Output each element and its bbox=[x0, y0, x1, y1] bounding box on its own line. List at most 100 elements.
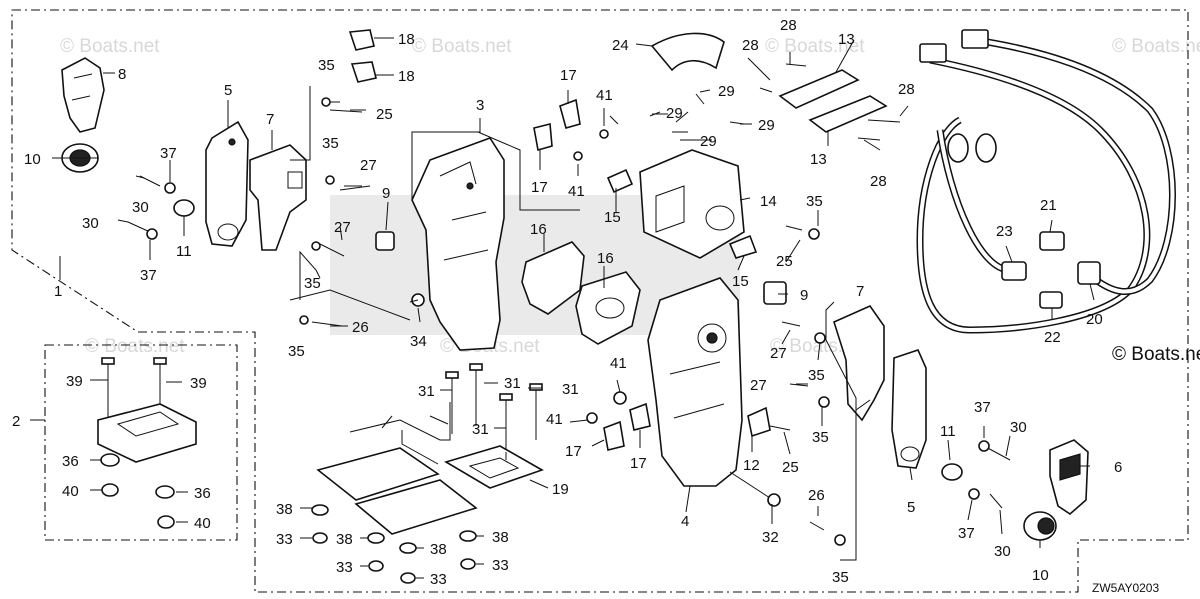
callout-29c: 29 bbox=[700, 133, 717, 150]
callout-18: 18 bbox=[398, 31, 415, 48]
callout-27b: 27 bbox=[334, 219, 351, 236]
callout-41c: 41 bbox=[610, 355, 627, 372]
harness-connectors bbox=[919, 29, 1101, 309]
callout-35b: 35 bbox=[322, 135, 339, 152]
callout-3: 3 bbox=[476, 97, 484, 114]
callout-39b: 39 bbox=[190, 375, 207, 392]
part-8-cover bbox=[61, 57, 105, 133]
side-watermark: © Boats.net bbox=[1112, 344, 1200, 365]
part-7-right-bracket bbox=[833, 305, 885, 422]
callout-32: 32 bbox=[762, 529, 779, 546]
callout-38: 38 bbox=[276, 501, 293, 518]
callout-24: 24 bbox=[612, 37, 629, 54]
callout-41b: 41 bbox=[568, 183, 585, 200]
callout-35: 35 bbox=[318, 57, 335, 74]
diagram-code: ZW5AY0203 bbox=[1092, 581, 1159, 595]
callout-8: 8 bbox=[118, 66, 126, 83]
callout-30c: 30 bbox=[1010, 419, 1027, 436]
callout-4: 4 bbox=[681, 513, 689, 530]
assembly-boundary bbox=[11, 9, 1189, 593]
part-5-lever bbox=[205, 120, 249, 247]
part-6-cover bbox=[1049, 439, 1089, 516]
callout-36b: 36 bbox=[194, 485, 211, 502]
callout-2: 2 bbox=[12, 413, 20, 430]
callouts: 1 2 3 4 5 5 6 7 7 8 9 9 10 10 11 11 12 1… bbox=[12, 17, 1122, 588]
part-11-collar bbox=[173, 199, 195, 217]
callout-35f: 35 bbox=[808, 367, 825, 384]
callout-36: 36 bbox=[62, 453, 79, 470]
callout-13b: 13 bbox=[810, 151, 827, 168]
bolts-31 bbox=[445, 363, 543, 450]
callout-6: 6 bbox=[1114, 459, 1122, 476]
callout-21: 21 bbox=[1040, 197, 1057, 214]
callout-28: 28 bbox=[780, 17, 797, 34]
callout-31b: 31 bbox=[504, 375, 521, 392]
callout-12: 12 bbox=[743, 457, 760, 474]
callout-30: 30 bbox=[132, 199, 149, 216]
watermark-1: © Boats.net bbox=[60, 36, 160, 57]
callout-17d: 17 bbox=[630, 455, 647, 472]
callout-34: 34 bbox=[410, 333, 427, 350]
callout-37d: 37 bbox=[958, 525, 975, 542]
callout-28c: 28 bbox=[898, 81, 915, 98]
part-33-38-nuts bbox=[311, 504, 477, 584]
callout-37: 37 bbox=[160, 145, 177, 162]
callout-16b: 16 bbox=[597, 250, 614, 267]
callout-5: 5 bbox=[224, 82, 232, 99]
callout-25: 25 bbox=[376, 106, 393, 123]
callout-40: 40 bbox=[62, 483, 79, 500]
callout-31: 31 bbox=[418, 383, 435, 400]
fasteners-group bbox=[127, 63, 1011, 546]
leader-lines bbox=[30, 37, 1095, 579]
callout-16: 16 bbox=[530, 221, 547, 238]
subassembly-2-box bbox=[44, 344, 238, 541]
callout-39: 39 bbox=[66, 373, 83, 390]
callout-28b: 28 bbox=[742, 37, 759, 54]
callout-25c: 25 bbox=[782, 459, 799, 476]
callout-35d: 35 bbox=[288, 343, 305, 360]
callout-23: 23 bbox=[996, 223, 1013, 240]
callout-26: 26 bbox=[352, 319, 369, 336]
part-36-40-nuts bbox=[100, 453, 175, 529]
part-24-strip bbox=[650, 32, 725, 72]
callout-27d: 27 bbox=[750, 377, 767, 394]
callout-29d: 29 bbox=[758, 117, 775, 134]
callout-25b: 25 bbox=[776, 253, 793, 270]
part-16-plates bbox=[521, 241, 641, 345]
part-18-plugs bbox=[348, 29, 377, 83]
part-14-housing bbox=[639, 149, 745, 259]
callout-17: 17 bbox=[560, 67, 577, 84]
callout-38d: 38 bbox=[492, 529, 509, 546]
callout-35c: 35 bbox=[304, 275, 321, 292]
callout-13: 13 bbox=[838, 31, 855, 48]
callout-19: 19 bbox=[552, 481, 569, 498]
callout-9b: 9 bbox=[800, 287, 808, 304]
watermark-2: © Boats.net bbox=[412, 36, 512, 57]
callout-1: 1 bbox=[54, 283, 62, 300]
callout-27c: 27 bbox=[770, 345, 787, 362]
callout-38b: 38 bbox=[336, 531, 353, 548]
callout-31c: 31 bbox=[562, 381, 579, 398]
callout-15: 15 bbox=[604, 209, 621, 226]
part-3-cover bbox=[411, 137, 505, 351]
callout-40b: 40 bbox=[194, 515, 211, 532]
callout-10b: 10 bbox=[1032, 567, 1049, 584]
callout-9: 9 bbox=[382, 185, 390, 202]
callout-41d: 41 bbox=[546, 411, 563, 428]
callout-29b: 29 bbox=[666, 105, 683, 122]
part-4-housing bbox=[647, 277, 743, 487]
callout-30d: 30 bbox=[994, 543, 1011, 560]
part-12-block bbox=[747, 406, 771, 438]
callout-17b: 17 bbox=[531, 179, 548, 196]
part-5-right-lever bbox=[891, 349, 927, 469]
part-9-pads bbox=[375, 231, 787, 305]
callout-38c: 38 bbox=[430, 541, 447, 558]
callout-18b: 18 bbox=[398, 68, 415, 85]
callout-26b: 26 bbox=[808, 487, 825, 504]
callout-30b: 30 bbox=[82, 215, 99, 232]
part-13-brackets bbox=[778, 69, 888, 133]
callout-22: 22 bbox=[1044, 329, 1061, 346]
callout-37c: 37 bbox=[974, 399, 991, 416]
callout-15b: 15 bbox=[732, 273, 749, 290]
